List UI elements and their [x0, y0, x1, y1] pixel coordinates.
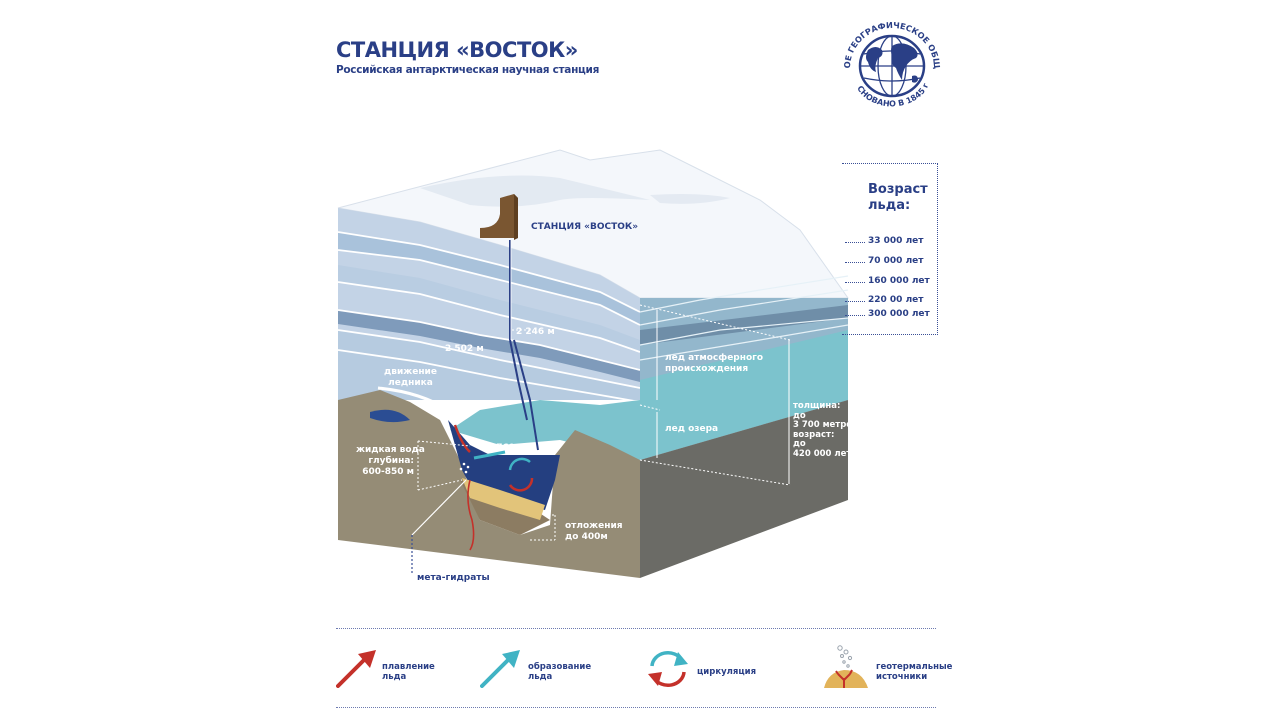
- atmospheric-ice-label: лед атмосферного происхождения: [665, 353, 764, 374]
- snow-drift: [420, 175, 650, 207]
- ice-layer-1: [338, 232, 640, 325]
- circulation-arrow-cyan: [508, 457, 531, 471]
- red-arrow-icon: [336, 650, 376, 688]
- glacier-motion-arrow: [377, 386, 449, 412]
- ice-age-item: 220 00 лет: [868, 295, 924, 305]
- rock-front-face: [338, 390, 640, 578]
- age-leader: [845, 301, 865, 302]
- globe-icon: [858, 34, 926, 98]
- geothermal-vein: [467, 479, 475, 551]
- rgo-logo: РУССКОЕ ГЕОГРАФИЧЕСКОЕ ОБЩЕСТВО ОСНОВАНО…: [836, 14, 942, 108]
- meta-hydrates-label: мета-гидраты: [417, 573, 490, 583]
- page-title: СТАНЦИЯ «ВОСТОК»: [336, 38, 578, 62]
- legend-divider-top: [336, 628, 936, 629]
- water-pocket: [370, 409, 410, 423]
- ice-age-title: Возраст льда:: [868, 182, 928, 213]
- depth-3769-label: 3769,3 м: [490, 443, 536, 453]
- ice-age-item: 160 000 лет: [868, 276, 930, 286]
- bubbles: [459, 462, 470, 474]
- ice-layer-3: [338, 330, 640, 400]
- ice-layer-lines: [337, 231, 641, 403]
- snow-drift-2: [650, 194, 730, 204]
- station-label: СТАНЦИЯ «ВОСТОК»: [531, 222, 639, 232]
- circulation-icon: [648, 651, 688, 687]
- ice-layer-2: [338, 265, 640, 352]
- depth-2502-label: 2 502 м: [445, 344, 484, 354]
- station-marker-icon: [480, 194, 518, 240]
- liquid-water-label: жидкая вода глубина: 600-850 м: [356, 445, 425, 477]
- ice-age-box: [842, 163, 938, 335]
- ice-layer-dark: [338, 310, 640, 382]
- depth-2246-label: 2 246 м: [516, 327, 555, 337]
- legend-circulation-label: циркуляция: [697, 667, 757, 677]
- rock-side-face: [640, 400, 848, 578]
- geothermal-icon: [824, 645, 868, 688]
- melt-arrow-in-lake: [453, 424, 471, 453]
- lake-ice-side: [640, 330, 848, 460]
- age-leader: [845, 282, 865, 283]
- legend-melt-label: плавление льда: [382, 662, 435, 682]
- ice-age-item: 300 000 лет: [868, 309, 930, 319]
- sediments-label: отложения до 400м: [565, 521, 623, 542]
- cyan-arrow-icon: [480, 650, 520, 688]
- page-subtitle: Российская антарктическая научная станци…: [336, 64, 600, 76]
- sediment-layer: [462, 478, 545, 520]
- legend-geothermal-label: геотермальные источники: [876, 662, 953, 682]
- ice-age-item: 33 000 лет: [868, 236, 924, 246]
- lake-ice-label: лед озера: [665, 424, 719, 434]
- ice-age-item: 70 000 лет: [868, 256, 924, 266]
- glacier-motion-label: движение ледника: [384, 367, 437, 388]
- thickness-label: толщина: до 3 700 метров возраст: до 420…: [793, 401, 858, 459]
- meta-hydrates-pointer: [411, 479, 467, 536]
- borehole: [509, 240, 539, 451]
- guide-lines: [417, 304, 791, 541]
- age-leader: [845, 315, 865, 316]
- freeze-arrow-in-lake: [473, 450, 506, 460]
- legend-freeze-label: образование льда: [528, 662, 592, 682]
- legend-divider-bottom: [336, 707, 936, 708]
- age-leader: [845, 262, 865, 263]
- age-leader: [845, 242, 865, 243]
- circulation-arrow-red: [508, 477, 534, 492]
